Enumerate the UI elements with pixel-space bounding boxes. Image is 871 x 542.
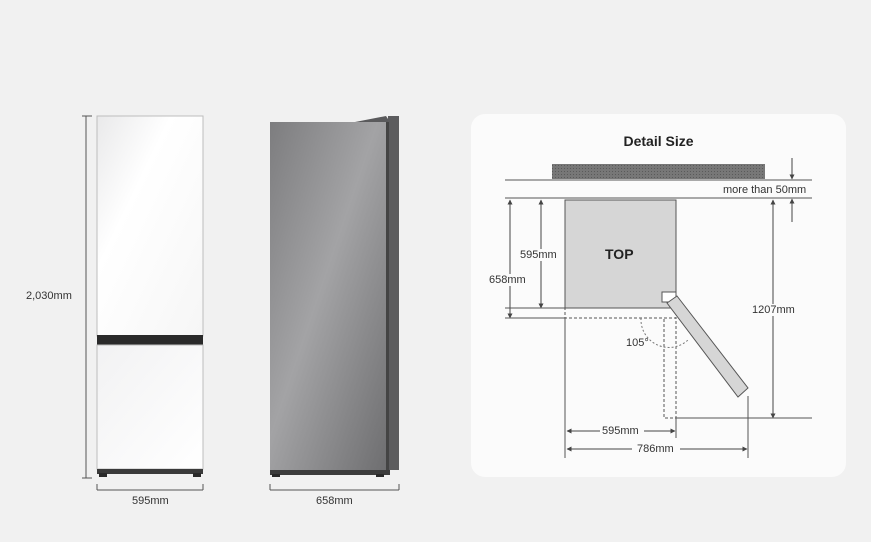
angle-label: 105° [626, 337, 649, 349]
total-depth-label: 658mm [489, 274, 526, 286]
wall-block [552, 164, 765, 179]
body-depth-label: 595mm [520, 249, 557, 261]
upper-door-edge [388, 116, 399, 338]
open-width-label: 786mm [637, 443, 674, 455]
clearance-label: more than 50mm [723, 184, 807, 196]
lower-door-edge [388, 338, 399, 470]
front-width-label: 595mm [132, 495, 169, 507]
side-panel [270, 122, 390, 474]
side-depth-dimension [269, 484, 400, 491]
front-width-dimension [96, 484, 204, 491]
fridge-top-box [564, 199, 677, 309]
detail-title: Detail Size [623, 133, 694, 149]
top-label: TOP [605, 246, 634, 262]
door-divider [97, 335, 203, 345]
swing-depth-label: 1207mm [752, 304, 795, 316]
side-view-fridge [270, 116, 399, 477]
upper-door [96, 115, 204, 337]
width-label: 595mm [602, 425, 639, 437]
front-view-fridge [96, 115, 204, 477]
front-height-label: 2,030mm [26, 290, 72, 302]
lower-door [96, 344, 204, 470]
front-height-dimension [82, 115, 92, 479]
side-depth-label: 658mm [316, 495, 353, 507]
front-plinth [97, 469, 203, 474]
